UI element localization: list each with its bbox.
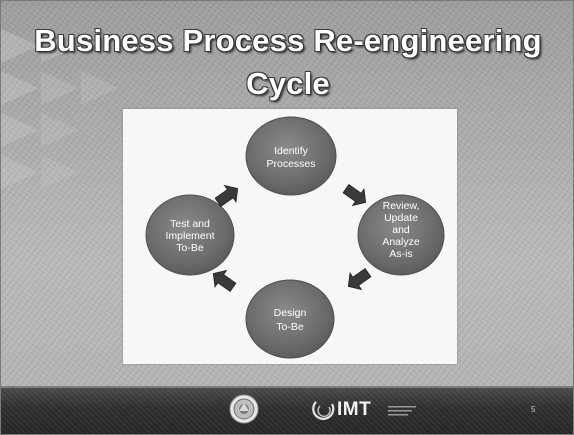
cycle-node-design-to-be: Design To-Be: [245, 279, 335, 359]
node-label-line: To-Be: [276, 321, 304, 333]
arrow-design-to-test: [212, 269, 237, 292]
node-label-line: Test and: [170, 218, 210, 230]
cycle-diagram-panel: Identify Processes Review, Update and An…: [123, 109, 457, 364]
cycle-node-identify-processes: Identify Processes: [245, 116, 337, 196]
node-label-line: Identify: [274, 145, 309, 157]
cycle-node-review-analyze: Review, Update and Analyze As-is: [357, 194, 445, 276]
node-label-line: Implement: [165, 230, 214, 242]
arrow-review-to-design: [347, 268, 372, 291]
node-label-line: and: [392, 224, 410, 236]
slide-number: 5: [531, 405, 536, 414]
slide-title: Business Process Re-engineering: [34, 23, 542, 58]
arrow-test-to-identify: [214, 184, 239, 207]
node-label-line: As-is: [389, 248, 412, 260]
node-label-line: Design: [274, 307, 307, 319]
node-label-line: Update: [384, 212, 418, 224]
cycle-diagram: Identify Processes Review, Update and An…: [145, 116, 445, 359]
decorative-triangle-pattern: [1, 29, 119, 189]
imt-logo-icon: [312, 401, 416, 420]
node-label-line: To-Be: [176, 242, 204, 254]
state-seal-icon: [229, 394, 259, 424]
node-label-line: Review,: [383, 200, 420, 212]
node-label-line: Analyze: [382, 236, 420, 248]
node-label-line: Processes: [266, 158, 315, 170]
slide-title-continued: Cycle: [246, 66, 330, 101]
arrow-identify-to-review: [342, 184, 367, 207]
imt-logo-text: IMT: [337, 399, 372, 420]
cycle-node-test-implement: Test and Implement To-Be: [145, 194, 235, 276]
footer-bar: [1, 386, 573, 434]
